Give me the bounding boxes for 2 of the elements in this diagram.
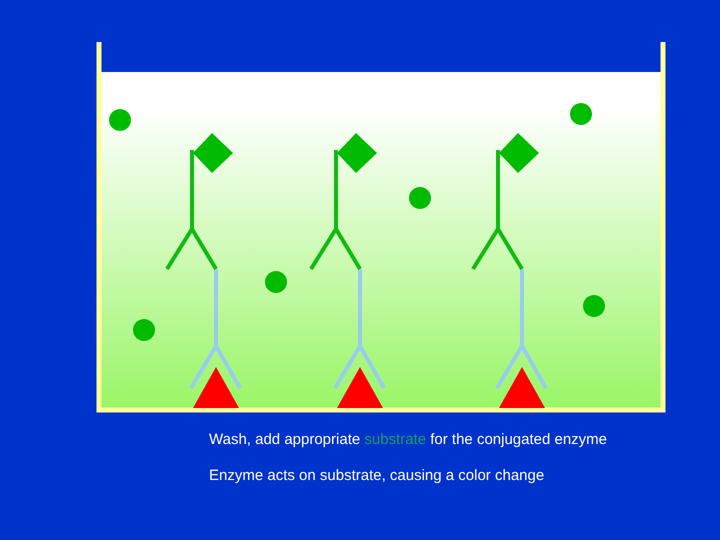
step-text: Wash, add appropriate substrate for the conjugated enzyme <box>209 431 608 449</box>
step-text: Enzyme acts on substrate, causing a color change <box>209 467 544 485</box>
